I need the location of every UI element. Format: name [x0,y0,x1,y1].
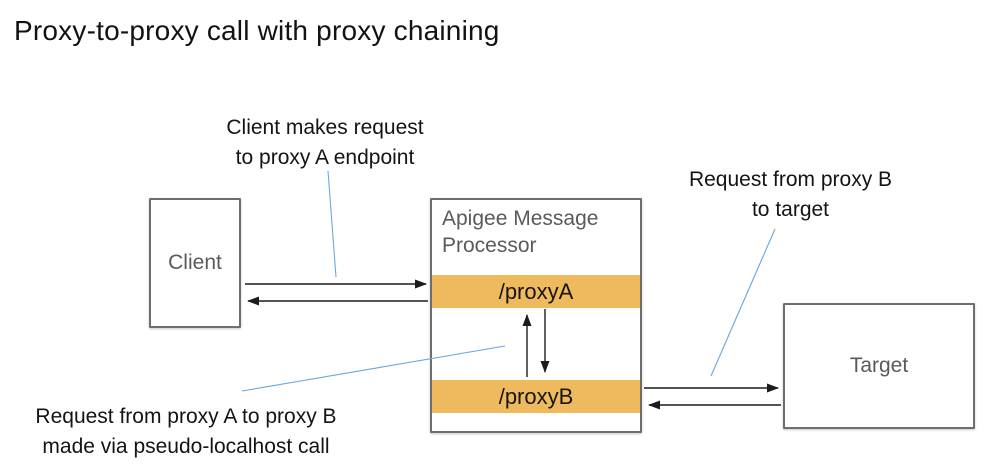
message-processor-box: Apigee Message Processor /proxyA /proxyB [430,198,642,433]
annotation-client-request: Client makes request to proxy A endpoint [226,116,424,169]
proxy-a-endpoint-bar: /proxyA [432,275,640,308]
annotation-proxy-a-to-proxy-b: Request from proxy A to proxy B made via… [35,405,337,458]
proxy-b-endpoint-bar: /proxyB [432,380,640,413]
client-box: Client [149,198,241,328]
client-label: Client [168,251,222,274]
leader-line-client-request [327,170,337,278]
message-processor-label: Apigee Message Processor [442,207,599,257]
page-title: Proxy-to-proxy call with proxy chaining [14,15,500,46]
proxy-a-label: /proxyA [498,278,574,304]
target-label: Target [849,354,909,377]
leader-line-proxy-b-target [710,228,776,377]
annotation-proxy-b-to-target: Request from proxy B to target [688,168,893,221]
proxy-b-label: /proxyB [498,383,574,409]
target-box: Target [783,303,975,429]
